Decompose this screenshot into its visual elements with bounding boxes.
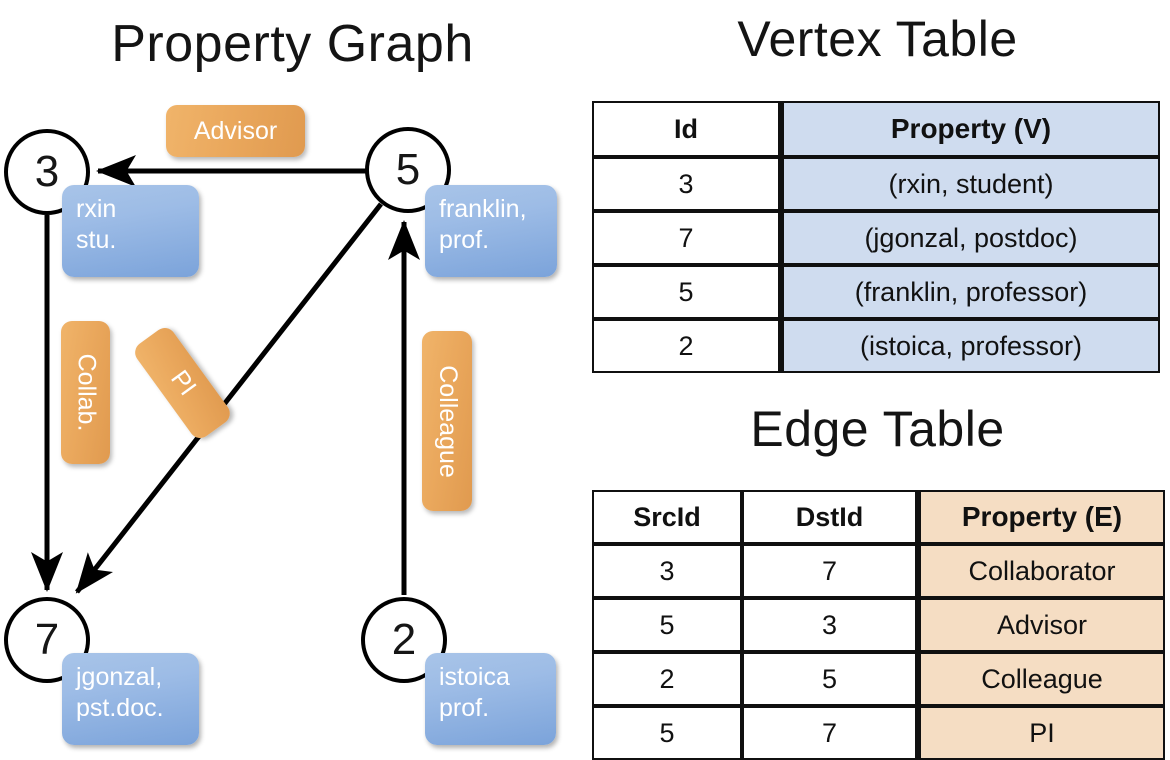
node-property-rxin-line2: stu. [76, 225, 117, 254]
table-row[interactable]: 5 (franklin, professor) [592, 265, 1160, 319]
vertex-table: Id Property (V) 3 (rxin, student) 7 (jgo… [592, 101, 1160, 373]
property-graph-panel: Property Graph 3 5 7 2 rxin stu. frankli… [4, 15, 557, 745]
node-property-istoica-line1: istoica [439, 663, 510, 691]
graph-edges-svg [31, 155, 420, 595]
edge-label-collab: Collab. [61, 321, 110, 464]
edge-table-header-property: Property (E) [917, 490, 1165, 544]
edge-row-3-src: 5 [592, 706, 742, 760]
page-title-edge-table: Edge Table [750, 401, 1005, 457]
edge-row-2-src: 2 [592, 652, 742, 706]
graph-node-3-label: 3 [34, 147, 60, 196]
node-property-franklin-line2: prof. [439, 225, 490, 254]
edge-row-1-dst: 3 [742, 598, 917, 652]
edge-row-3-property: PI [917, 706, 1165, 760]
table-row[interactable]: 3 7 Collaborator [592, 544, 1165, 598]
vertex-row-1-property: (jgonzal, postdoc) [780, 211, 1160, 265]
vertex-row-3-property: (istoica, professor) [780, 319, 1160, 373]
table-row[interactable]: 3 (rxin, student) [592, 157, 1160, 211]
vertex-row-0-id: 3 [592, 157, 780, 211]
table-row[interactable]: 7 (jgonzal, postdoc) [592, 211, 1160, 265]
edge-row-0-dst: 7 [742, 544, 917, 598]
vertex-table-header-id: Id [592, 101, 780, 157]
edge-row-1-property: Advisor [917, 598, 1165, 652]
table-header-row: SrcId DstId Property (E) [592, 490, 1165, 544]
edge-5-to-7 [75, 202, 383, 594]
graph-node-7-label: 7 [34, 615, 60, 664]
vertex-row-2-property: (franklin, professor) [780, 265, 1160, 319]
node-property-rxin-line1: rxin [76, 195, 117, 223]
vertex-row-1-id: 7 [592, 211, 780, 265]
edge-row-3-dst: 7 [742, 706, 917, 760]
vertex-row-0-property: (rxin, student) [780, 157, 1160, 211]
graph-node-5-label: 5 [395, 145, 421, 194]
edge-table-header-srcid: SrcId [592, 490, 742, 544]
table-header-row: Id Property (V) [592, 101, 1160, 157]
node-property-franklin-line1: franklin, [439, 195, 527, 223]
edge-label-colleague-text: Colleague [433, 364, 462, 478]
graph-node-2-label: 2 [391, 615, 417, 664]
graph-node-2[interactable]: 2 [361, 597, 447, 683]
table-row[interactable]: 5 7 PI [592, 706, 1165, 760]
node-property-box-istoica: istoica prof. [425, 653, 556, 745]
edge-label-advisor-text: Advisor [193, 116, 278, 145]
edge-label-collab-text: Collab. [72, 353, 101, 432]
edge-table-header-dstid: DstId [742, 490, 917, 544]
vertex-row-2-id: 5 [592, 265, 780, 319]
vertex-row-3-id: 2 [592, 319, 780, 373]
edge-row-2-property: Colleague [917, 652, 1165, 706]
edge-row-0-src: 3 [592, 544, 742, 598]
edge-label-pi-text: PI [164, 364, 202, 401]
page-title-property-graph: Property Graph [111, 15, 474, 73]
node-property-jgonzal-line1: jgonzal, [76, 663, 163, 691]
node-property-box-franklin: franklin, prof. [425, 185, 557, 277]
node-property-istoica-line2: prof. [439, 693, 490, 722]
node-property-box-jgonzal: jgonzal, pst.doc. [62, 653, 199, 745]
edge-row-0-property: Collaborator [917, 544, 1165, 598]
vertex-table-header-property: Property (V) [780, 101, 1160, 157]
edge-label-colleague: Colleague [422, 331, 472, 511]
edge-label-advisor: Advisor [166, 105, 305, 157]
node-property-jgonzal-line2: pst.doc. [76, 693, 164, 722]
table-row[interactable]: 5 3 Advisor [592, 598, 1165, 652]
graph-node-5[interactable]: 5 [365, 127, 451, 213]
page-title-vertex-table: Vertex Table [737, 11, 1018, 67]
edge-row-1-src: 5 [592, 598, 742, 652]
edge-row-2-dst: 5 [742, 652, 917, 706]
table-row[interactable]: 2 5 Colleague [592, 652, 1165, 706]
table-row[interactable]: 2 (istoica, professor) [592, 319, 1160, 373]
edge-table: SrcId DstId Property (E) 3 7 Collaborato… [592, 490, 1165, 760]
node-property-box-rxin: rxin stu. [62, 185, 199, 277]
